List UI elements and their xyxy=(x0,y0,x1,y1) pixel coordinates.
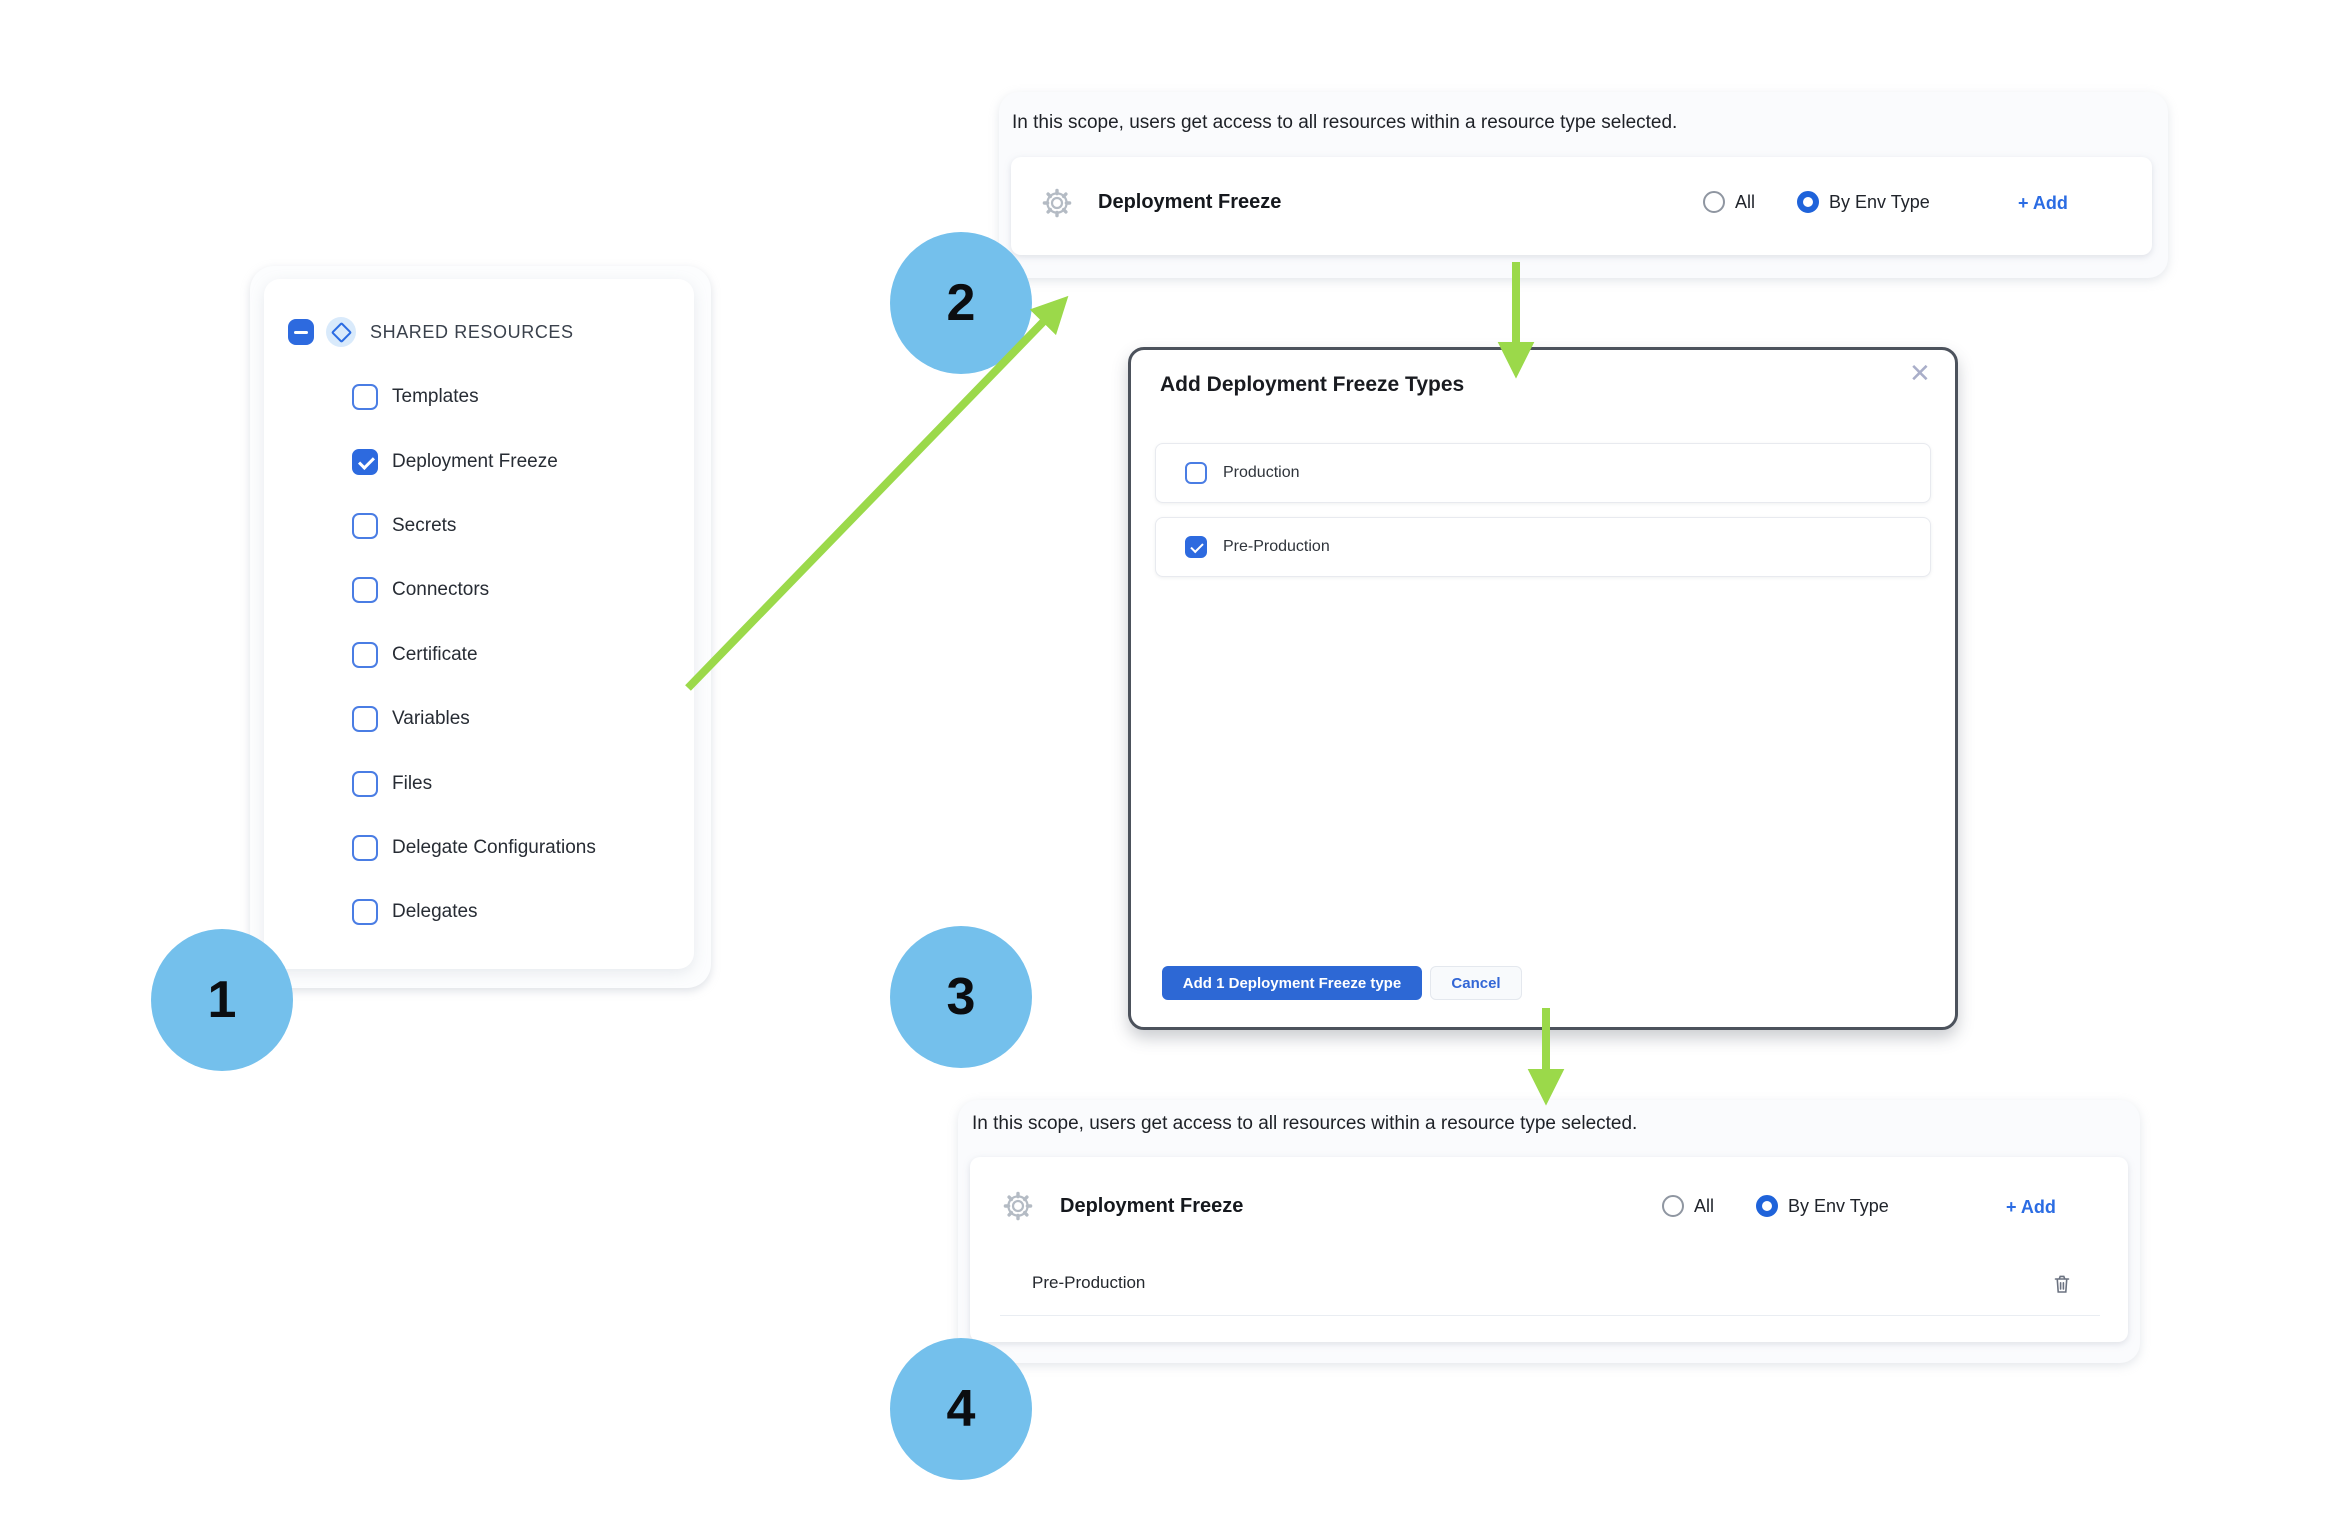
step-badge-3: 3 xyxy=(890,926,1032,1068)
resource-checkbox[interactable] xyxy=(352,512,378,539)
deployment-freeze-row-top xyxy=(1011,157,2152,255)
radio-by-env-type[interactable] xyxy=(1756,1195,1779,1217)
resource-type-item[interactable]: Files xyxy=(352,751,682,815)
radio-all[interactable] xyxy=(1703,191,1725,213)
add-link-top[interactable]: + Add xyxy=(2018,193,2068,213)
option-checkbox[interactable] xyxy=(1185,462,1207,484)
resource-type-item[interactable]: Templates xyxy=(352,365,682,429)
shared-resources-title: SHARED RESOURCES xyxy=(370,321,574,342)
step-number: 2 xyxy=(946,274,976,332)
confirm-add-button[interactable]: Add 1 Deployment Freeze type xyxy=(1162,966,1422,1000)
resource-type-item[interactable]: Variables xyxy=(352,687,682,751)
radio-by-env-type[interactable] xyxy=(1797,191,1820,213)
resource-type-title-top: Deployment Freeze xyxy=(1098,191,1282,213)
shared-resources-header: SHARED RESOURCES xyxy=(288,317,574,347)
resource-checkbox[interactable] xyxy=(352,384,378,411)
resource-type-item[interactable]: Deployment Freeze xyxy=(352,429,682,493)
diamond-icon xyxy=(330,321,352,343)
resource-type-item[interactable]: Certificate xyxy=(352,623,682,687)
row-divider xyxy=(1000,1315,2100,1316)
resource-label: Deployment Freeze xyxy=(392,450,558,472)
resource-checkbox[interactable] xyxy=(352,706,378,733)
option-label: Pre-Production xyxy=(1223,538,1330,555)
resource-label: Variables xyxy=(392,708,470,730)
option-label: Production xyxy=(1223,464,1300,481)
resource-checkbox[interactable] xyxy=(352,770,378,797)
add-deployment-freeze-types-modal: Add Deployment Freeze Types ✕ Production… xyxy=(1128,347,1958,1030)
radio-all-label: All xyxy=(1735,191,1756,212)
resource-checkbox[interactable] xyxy=(352,641,378,668)
radio-all-label: All xyxy=(1694,1195,1715,1216)
collapse-minus-button[interactable] xyxy=(288,319,314,345)
step-number: 3 xyxy=(946,968,976,1026)
resource-label: Certificate xyxy=(392,643,478,665)
modal-title: Add Deployment Freeze Types xyxy=(1160,373,1465,396)
resource-checkbox[interactable] xyxy=(352,834,378,861)
resource-label: Templates xyxy=(392,386,479,408)
freeze-type-option[interactable]: Production xyxy=(1155,443,1931,503)
resource-type-item[interactable]: Connectors xyxy=(352,558,682,622)
resource-label: Connectors xyxy=(392,579,490,601)
step-badge-4: 4 xyxy=(890,1338,1032,1480)
shared-resources-panel xyxy=(264,279,694,969)
deployment-freeze-row-bottom xyxy=(970,1157,2128,1342)
close-icon[interactable]: ✕ xyxy=(1909,358,1931,388)
option-checkbox[interactable] xyxy=(1185,536,1207,558)
trash-icon[interactable] xyxy=(2050,1272,2074,1296)
selected-env-type-label: Pre-Production xyxy=(1032,1273,1146,1292)
resource-type-item[interactable]: Delegate Configurations xyxy=(352,816,682,880)
freeze-type-option[interactable]: Pre-Production xyxy=(1155,517,1931,577)
gear-icon xyxy=(1042,188,1072,218)
step-badge-2: 2 xyxy=(890,232,1032,374)
radio-all[interactable] xyxy=(1662,1195,1684,1217)
radio-by-env-type-label: By Env Type xyxy=(1788,1195,1889,1216)
radio-by-env-type-label: By Env Type xyxy=(1829,191,1930,212)
resource-label: Delegate Configurations xyxy=(392,836,596,858)
arrow-step1-to-step2 xyxy=(685,295,1069,691)
gear-icon xyxy=(1003,1191,1033,1221)
resource-checkbox[interactable] xyxy=(352,577,378,604)
resource-type-item[interactable]: Delegates xyxy=(352,880,682,944)
step-badge-1: 1 xyxy=(151,929,293,1071)
add-link-bottom[interactable]: + Add xyxy=(2006,1197,2056,1217)
resource-type-title-bottom: Deployment Freeze xyxy=(1060,1195,1244,1217)
freeze-type-options: Production Pre-Production xyxy=(1155,443,1931,591)
access-radio-group-bottom: All By Env Type xyxy=(1662,1195,1889,1217)
resource-type-item[interactable]: Secrets xyxy=(352,494,682,558)
shared-resources-icon xyxy=(326,317,356,347)
resource-label: Secrets xyxy=(392,514,457,536)
resource-type-list: Templates Deployment Freeze Secrets Conn… xyxy=(352,365,682,945)
scope-description-top: In this scope, users get access to all r… xyxy=(1012,112,1678,133)
step-number: 4 xyxy=(946,1380,976,1438)
access-radio-group-top: All By Env Type xyxy=(1703,191,1930,213)
resource-checkbox[interactable] xyxy=(352,448,378,475)
resource-label: Files xyxy=(392,772,433,794)
scope-description-bottom: In this scope, users get access to all r… xyxy=(972,1113,1638,1134)
resource-checkbox[interactable] xyxy=(352,899,378,926)
resource-label: Delegates xyxy=(392,901,478,923)
cancel-button[interactable]: Cancel xyxy=(1430,966,1522,1000)
step-number: 1 xyxy=(207,971,237,1029)
